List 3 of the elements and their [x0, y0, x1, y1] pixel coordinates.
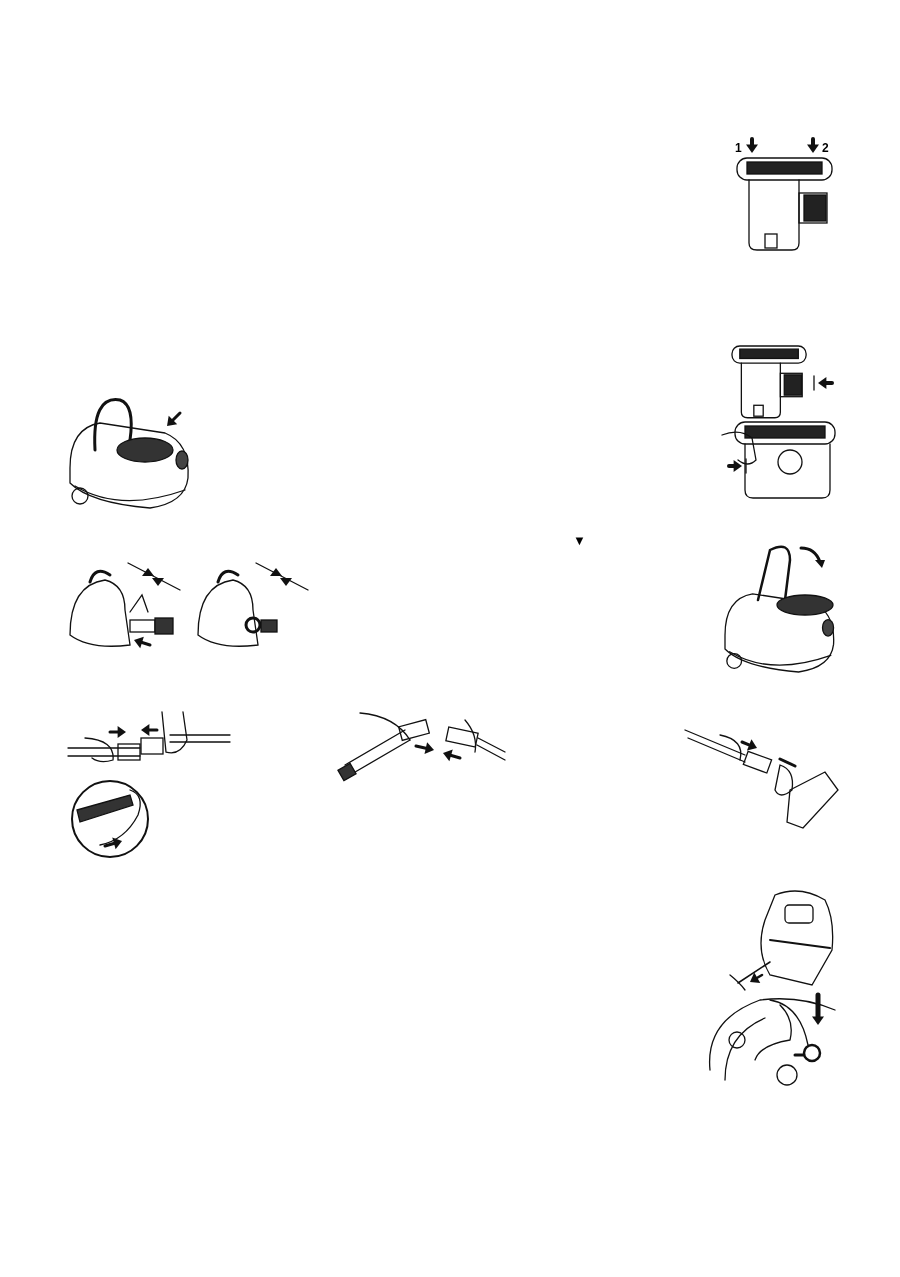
step-number: 2: [822, 142, 829, 154]
step-number: 1: [735, 142, 742, 154]
triangle-symbol: ▼: [573, 534, 586, 547]
